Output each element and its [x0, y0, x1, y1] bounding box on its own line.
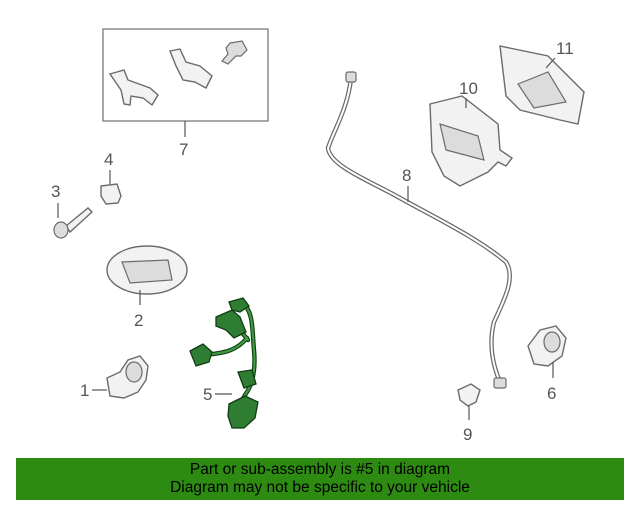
part-7-bracket-left [108, 69, 159, 107]
callout-2[interactable]: 2 [134, 311, 143, 330]
callout-5[interactable]: 5 [203, 385, 212, 404]
callout-9[interactable]: 9 [463, 425, 472, 444]
part-6-sensor-face [543, 331, 561, 353]
callout-1[interactable]: 1 [80, 381, 89, 400]
part-7-bracket-right [169, 48, 213, 89]
part-8-group[interactable]: 8 [325, 71, 512, 389]
callout-4[interactable]: 4 [104, 150, 113, 169]
part-info-banner: Part or sub-assembly is #5 in diagram Di… [16, 458, 624, 500]
part-5-lower-clip [237, 369, 257, 389]
part-4-group[interactable]: 4 [100, 150, 122, 205]
part-8-end-bottom [493, 377, 507, 389]
part-4-clip [100, 183, 122, 205]
part-5-sensor-body [227, 395, 259, 429]
part-3-screw-head [53, 221, 69, 239]
part-11-group[interactable]: 11 [499, 39, 585, 125]
part-5-side-connector [189, 343, 213, 367]
part-2-group[interactable]: 2 [106, 245, 188, 330]
part-6-group[interactable]: 6 [527, 325, 567, 403]
part-5-clip-top [228, 297, 250, 313]
callout-6[interactable]: 6 [547, 384, 556, 403]
parts-diagram: 7 4 3 2 1 5 [51, 28, 585, 444]
part-3-screw-shaft [65, 207, 94, 234]
callout-10[interactable]: 10 [459, 79, 478, 98]
part-11-leader [545, 57, 556, 69]
part-8-cable-core [327, 77, 511, 383]
callout-11[interactable]: 11 [556, 39, 574, 58]
callout-3[interactable]: 3 [51, 182, 60, 201]
banner-line-2: Diagram may not be specific to your vehi… [170, 479, 470, 496]
part-7-group[interactable]: 7 [102, 28, 269, 159]
part-1-group[interactable]: 1 [80, 355, 149, 400]
callout-8[interactable]: 8 [402, 166, 411, 185]
callout-7[interactable]: 7 [179, 140, 188, 159]
part-9-bracket [457, 383, 481, 407]
part-1-sensor-face [125, 361, 143, 383]
part-9-group[interactable]: 9 [457, 383, 481, 444]
part-5-top-connector [215, 309, 247, 339]
part-2-pad-inner [121, 259, 173, 284]
part-5-group[interactable]: 5 [189, 297, 259, 429]
part-11-inner [517, 71, 567, 109]
part-3-group[interactable]: 3 [51, 182, 94, 239]
part-10-group[interactable]: 10 [429, 79, 514, 187]
part-10-module-face [439, 123, 485, 161]
part-7-bolt [221, 40, 248, 65]
part-8-end-top [345, 71, 357, 83]
banner-line-1: Part or sub-assembly is #5 in diagram [189, 461, 451, 478]
